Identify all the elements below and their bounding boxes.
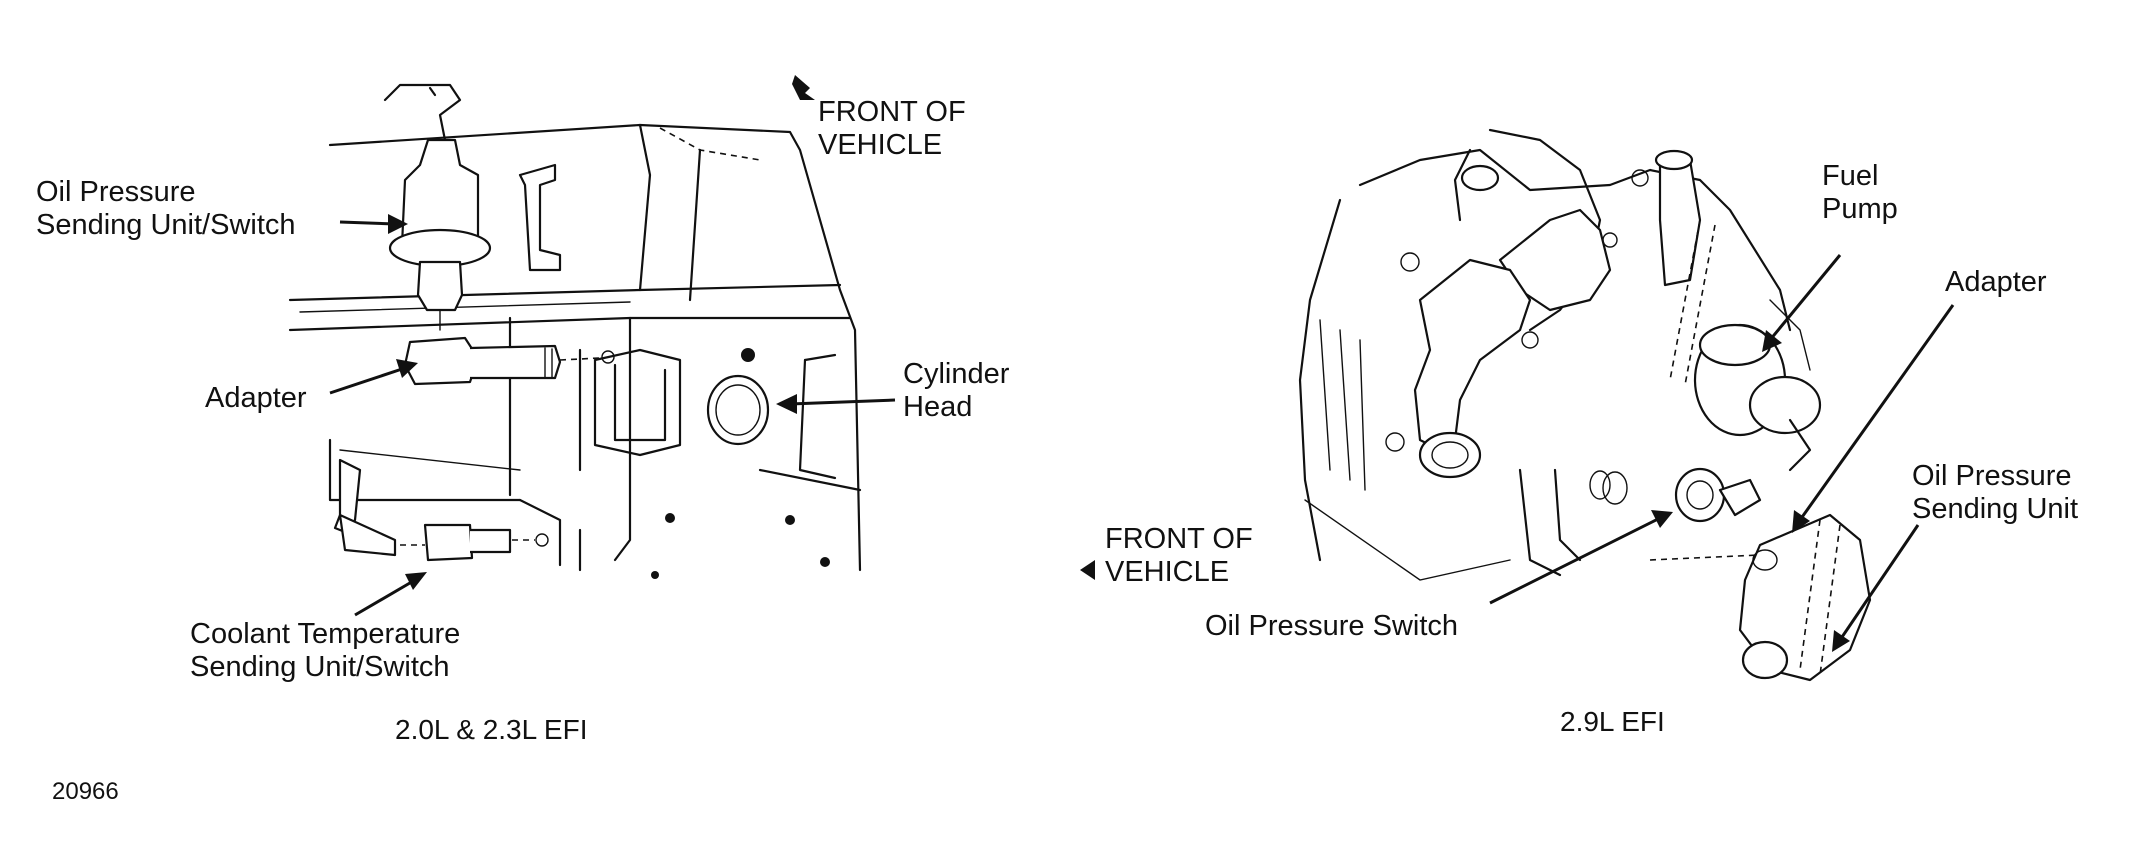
caption-right: 2.9L EFI <box>1560 706 1665 737</box>
right-label-arrows <box>1080 254 1955 652</box>
caption-left: 2.0L & 2.3L EFI <box>395 714 588 745</box>
right-engine-drawing <box>1298 128 1872 682</box>
coolant-temp-sender-part <box>333 458 549 562</box>
label-fuel-pump: Fuel Pump <box>1822 160 1898 225</box>
label-oil-pressure-sending-unit-switch: Oil Pressure Sending Unit/Switch <box>36 176 296 241</box>
label-adapter-left: Adapter <box>205 382 307 414</box>
oil-pressure-sender-part <box>383 83 492 331</box>
adapter-part <box>403 336 615 386</box>
label-front-of-vehicle-left: FRONT OF VEHICLE <box>818 96 966 161</box>
label-front-of-vehicle-right: FRONT OF VEHICLE <box>1105 523 1253 588</box>
label-oil-pressure-switch: Oil Pressure Switch <box>1205 610 1459 642</box>
figure-id: 20966 <box>52 778 119 805</box>
left-label-arrows <box>329 75 896 617</box>
label-adapter-right: Adapter <box>1945 266 2047 298</box>
label-oil-pressure-sending-unit: Oil Pressure Sending Unit <box>1912 460 2079 525</box>
label-cylinder-head: Cylinder Head <box>903 358 1010 423</box>
left-engine-drawing <box>288 123 862 579</box>
label-coolant-temperature-sending-unit-switch: Coolant Temperature Sending Unit/Switch <box>190 618 461 683</box>
